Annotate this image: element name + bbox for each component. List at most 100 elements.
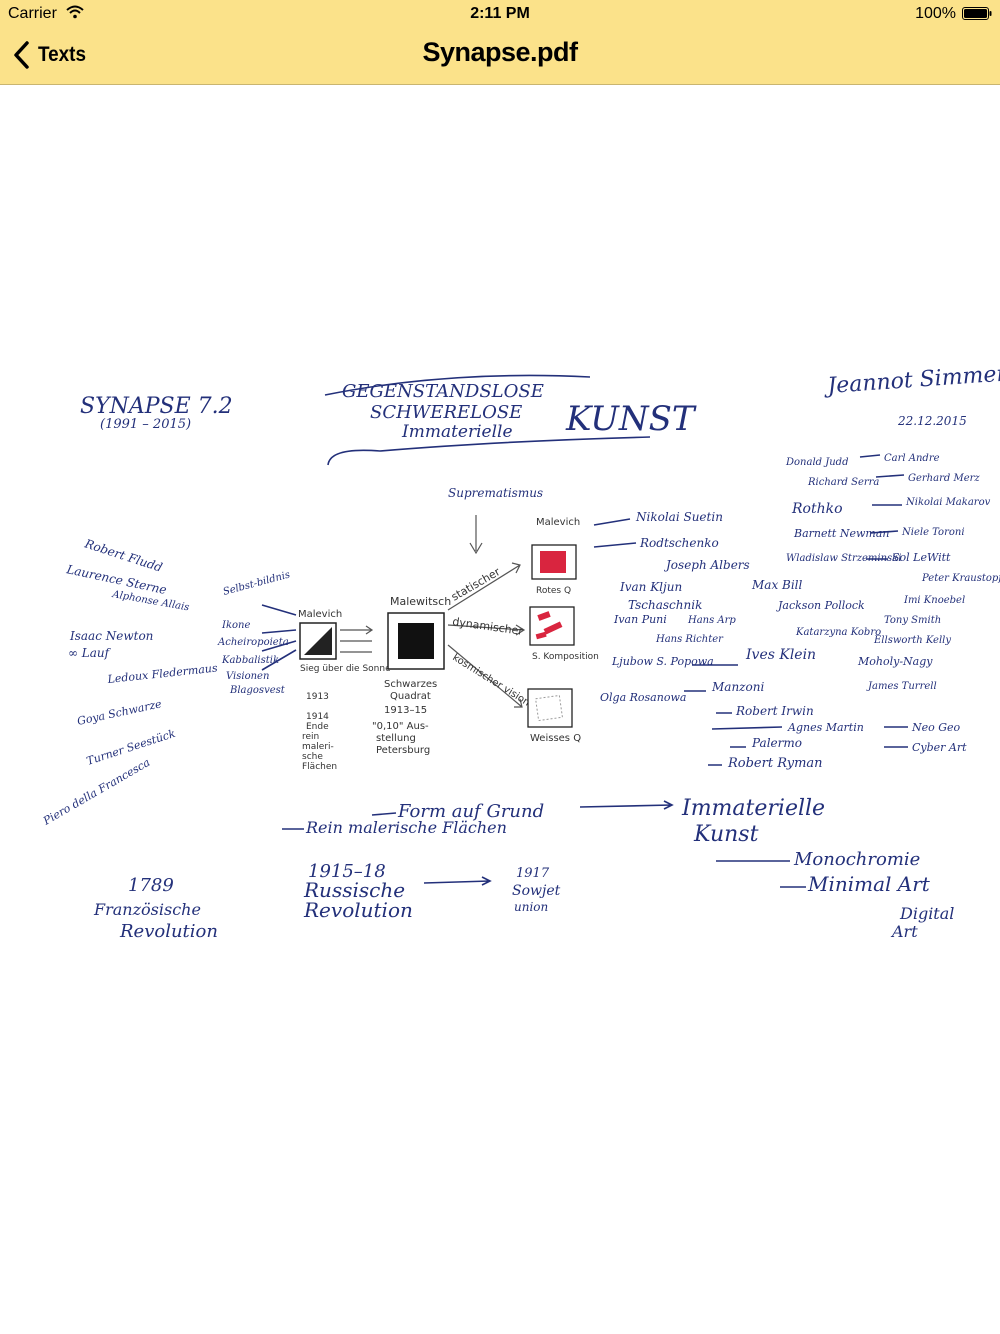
svg-text:Robert Ryman: Robert Ryman bbox=[727, 756, 823, 771]
schwarzes-quadrat bbox=[398, 623, 434, 659]
title-line3: Immaterielle bbox=[401, 422, 513, 442]
white-square bbox=[535, 694, 563, 722]
svg-text:1915–18: 1915–18 bbox=[308, 861, 386, 882]
malewitsch-caption: Schwarzes Quadrat 1913–15 "0,10" Aus- st… bbox=[372, 679, 437, 756]
svg-text:James Turrell: James Turrell bbox=[866, 681, 937, 692]
title-kunst: KUNST bbox=[565, 399, 697, 439]
carrier-label: Carrier bbox=[8, 5, 57, 22]
svg-text:1913–15: 1913–15 bbox=[384, 705, 427, 716]
svg-text:Moholy-Nagy: Moholy-Nagy bbox=[857, 655, 933, 668]
svg-text:Schwarzes: Schwarzes bbox=[384, 679, 437, 690]
chevron-left-icon bbox=[14, 41, 29, 69]
svg-text:Manzoni: Manzoni bbox=[711, 680, 764, 694]
svg-text:1917: 1917 bbox=[516, 866, 550, 881]
title-underline-top bbox=[324, 374, 591, 396]
svg-text:Ikone: Ikone bbox=[221, 620, 250, 631]
malewitsch-label: Malewitsch bbox=[390, 595, 451, 608]
battery-percent: 100% bbox=[915, 5, 956, 22]
bottom-section: Form auf Grund Rein malerische Flächen I… bbox=[93, 796, 954, 942]
svg-text:Gerhard Merz: Gerhard Merz bbox=[908, 473, 980, 484]
svg-text:Rodtschenko: Rodtschenko bbox=[639, 536, 719, 550]
svg-text:Revolution: Revolution bbox=[303, 898, 413, 922]
svg-text:Ellsworth Kelly: Ellsworth Kelly bbox=[873, 635, 951, 646]
battery-icon bbox=[962, 7, 992, 20]
svg-text:Petersburg: Petersburg bbox=[376, 745, 430, 756]
svg-text:stellung: stellung bbox=[376, 733, 416, 744]
title-line2: SCHWERELOSE bbox=[370, 402, 522, 423]
svg-text:Barnett Newman: Barnett Newman bbox=[793, 527, 889, 540]
left-names: Robert Fludd Laurence Sterne Alphonse Al… bbox=[40, 536, 218, 828]
svg-text:Visionen: Visionen bbox=[226, 671, 269, 682]
svg-text:Form auf Grund: Form auf Grund bbox=[397, 801, 544, 822]
svg-text:Russische: Russische bbox=[303, 878, 405, 902]
svg-text:Quadrat: Quadrat bbox=[390, 691, 431, 702]
clock: 2:11 PM bbox=[470, 5, 530, 22]
column-two: Selbst-bildnis Ikone Acheiropoieta Kabba… bbox=[217, 569, 297, 696]
svg-text:Selbst-bildnis: Selbst-bildnis bbox=[222, 569, 291, 597]
svg-text:maleri-: maleri- bbox=[302, 742, 334, 752]
svg-text:Ives Klein: Ives Klein bbox=[745, 647, 816, 663]
svg-text:Kunst: Kunst bbox=[693, 822, 759, 847]
svg-text:Flächen: Flächen bbox=[302, 762, 337, 772]
svg-text:Immaterielle: Immaterielle bbox=[681, 796, 825, 821]
suprematismus-arrow bbox=[469, 515, 483, 555]
branch-statischer: statischer bbox=[449, 565, 503, 604]
svg-text:Nikolai Suetin: Nikolai Suetin bbox=[635, 510, 723, 524]
svg-text:Acheiropoieta: Acheiropoieta bbox=[217, 637, 289, 648]
handwritten-mindmap: SYNAPSE 7.2 (1991 – 2015) GEGENSTANDSLOS… bbox=[40, 361, 1000, 942]
svg-text:Niele Toroni: Niele Toroni bbox=[901, 527, 965, 538]
svg-text:Ivan Puni: Ivan Puni bbox=[613, 613, 667, 626]
title-line1: GEGENSTANDSLOSE bbox=[342, 381, 544, 402]
svg-text:Jackson Pollock: Jackson Pollock bbox=[776, 599, 865, 612]
svg-text:1913: 1913 bbox=[306, 692, 329, 702]
pdf-page[interactable]: SYNAPSE 7.2 (1991 – 2015) GEGENSTANDSLOS… bbox=[0, 85, 1000, 1334]
svg-text:union: union bbox=[514, 900, 548, 914]
svg-text:Minimal Art: Minimal Art bbox=[807, 872, 931, 896]
svg-text:Ljubow S. Popowa: Ljubow S. Popowa bbox=[611, 655, 714, 668]
red-square bbox=[540, 551, 566, 573]
svg-text:Nikolai Makarov: Nikolai Makarov bbox=[905, 497, 991, 508]
back-button[interactable]: Texts bbox=[12, 38, 91, 72]
svg-text:Hans Richter: Hans Richter bbox=[655, 634, 724, 645]
wifi-icon bbox=[66, 5, 84, 19]
svg-text:Digital: Digital bbox=[899, 904, 954, 923]
svg-text:Kabbalistik: Kabbalistik bbox=[221, 655, 279, 666]
svg-text:Art: Art bbox=[890, 922, 918, 941]
svg-text:Donald Judd: Donald Judd bbox=[785, 457, 848, 468]
svg-text:Joseph Albers: Joseph Albers bbox=[663, 558, 750, 572]
svg-text:Cyber Art: Cyber Art bbox=[912, 741, 967, 754]
svg-text:1914: 1914 bbox=[306, 712, 329, 722]
svg-text:1789: 1789 bbox=[128, 875, 174, 896]
svg-text:Robert Irwin: Robert Irwin bbox=[735, 704, 814, 718]
svg-text:Französische: Französische bbox=[93, 900, 201, 919]
synapse-years: (1991 – 2015) bbox=[100, 417, 191, 432]
svg-text:Ledoux Fledermaus: Ledoux Fledermaus bbox=[106, 661, 219, 686]
document-title: Synapse.pdf bbox=[422, 37, 578, 67]
branch-dynamischer: dynamischer bbox=[452, 615, 525, 638]
svg-text:Rothko: Rothko bbox=[791, 501, 843, 517]
svg-text:Ende: Ende bbox=[306, 722, 329, 732]
svg-text:Carl Andre: Carl Andre bbox=[884, 453, 940, 464]
svg-text:sche: sche bbox=[302, 752, 323, 762]
svg-text:Peter Kraustopf: Peter Kraustopf bbox=[921, 573, 1000, 584]
svg-text:Turner Seestück: Turner Seestück bbox=[85, 727, 177, 768]
svg-text:Tschaschnik: Tschaschnik bbox=[628, 598, 702, 612]
svg-text:Sieg über die Sonne: Sieg über die Sonne bbox=[300, 664, 391, 674]
svg-text:Richard Serra: Richard Serra bbox=[807, 477, 879, 488]
svg-text:Sowjet: Sowjet bbox=[512, 883, 561, 899]
names-right: Donald Judd Richard Serra Rothko Barnett… bbox=[785, 453, 1000, 754]
svg-text:Palermo: Palermo bbox=[751, 736, 802, 750]
svg-text:"0,10" Aus-: "0,10" Aus- bbox=[372, 721, 429, 732]
svg-text:Goya Schwarze: Goya Schwarze bbox=[76, 697, 163, 728]
svg-text:Ivan Kljun: Ivan Kljun bbox=[619, 580, 682, 594]
svg-text:Olga Rosanowa: Olga Rosanowa bbox=[600, 691, 686, 704]
composition-label: S. Komposition bbox=[532, 652, 599, 662]
svg-text:Neo Geo: Neo Geo bbox=[911, 721, 961, 734]
svg-text:rein: rein bbox=[302, 732, 319, 742]
status-bar: Carrier 2:11 PM 100% bbox=[0, 0, 1000, 28]
suprematismus-label: Suprematismus bbox=[448, 486, 543, 500]
svg-text:Revolution: Revolution bbox=[119, 921, 218, 942]
red-square-label: Rotes Q bbox=[536, 586, 571, 596]
svg-text:Hans Arp: Hans Arp bbox=[687, 615, 736, 626]
names-middle: Nikolai Suetin Rodtschenko Joseph Albers… bbox=[593, 510, 881, 771]
